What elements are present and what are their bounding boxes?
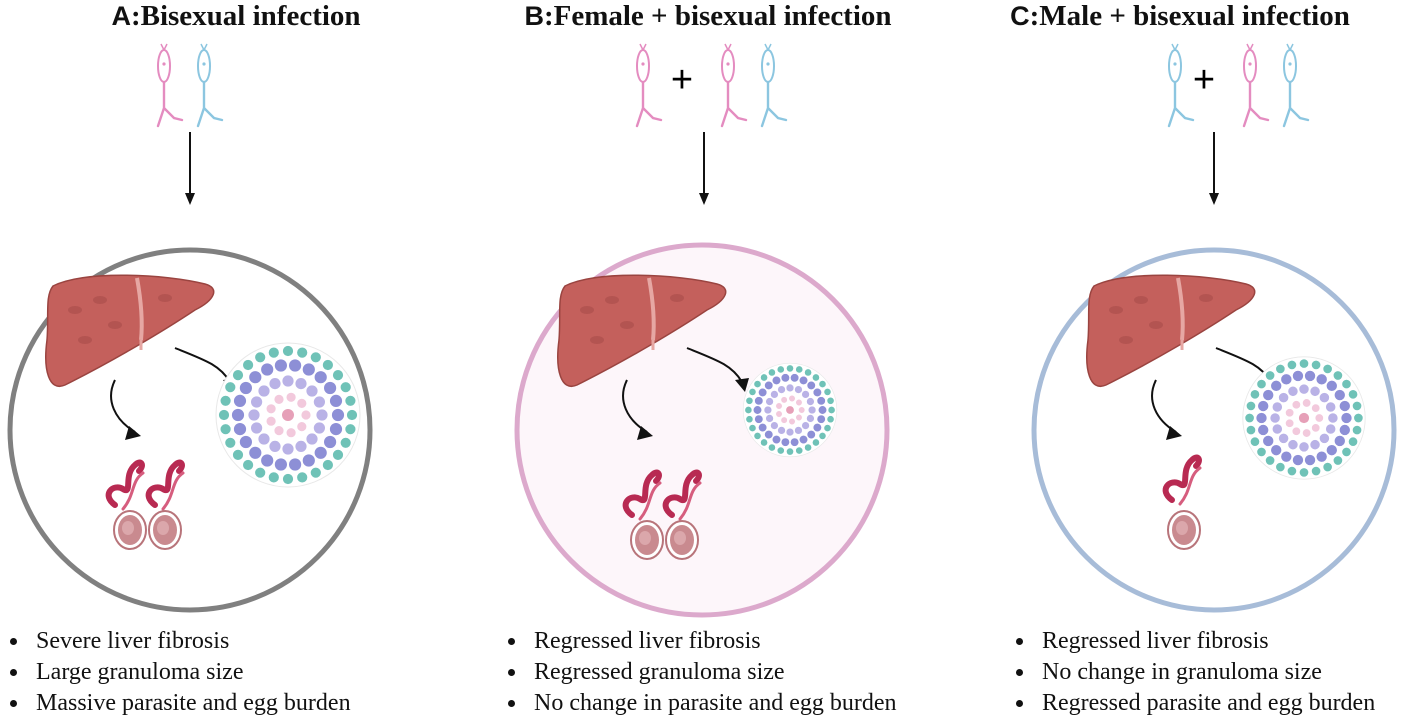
outcome-item: Regressed liver fibrosis xyxy=(506,626,897,657)
panel-heading: :Female + bisexual infection xyxy=(543,0,892,32)
plus-sign: + xyxy=(1193,59,1215,101)
panel-heading: :Male + bisexual infection xyxy=(1029,0,1350,32)
panel-title: A:Bisexual infection xyxy=(0,0,472,32)
outcome-item: Large granuloma size xyxy=(8,657,351,688)
outcome-list: Regressed liver fibrosis No change in gr… xyxy=(1014,626,1375,719)
panel-letter: A xyxy=(111,1,131,31)
panel-heading: :Bisexual infection xyxy=(130,0,361,32)
down-arrow-icon xyxy=(1209,132,1219,205)
male-worm-icon xyxy=(1167,43,1195,128)
granuloma-icon xyxy=(215,342,361,488)
liver-icon xyxy=(45,274,215,388)
plus-sign: + xyxy=(671,59,693,101)
outcome-item: No change in granuloma size xyxy=(1014,657,1375,688)
curved-arrow-icon xyxy=(1151,379,1182,440)
outcome-item: Regressed liver fibrosis xyxy=(1014,626,1375,657)
female-worm-icon xyxy=(156,43,184,128)
panel-c: C:Male + bisexual infection + Regressed … xyxy=(944,0,1416,719)
outcome-item: Severe liver fibrosis xyxy=(8,626,351,657)
curved-arrow-icon xyxy=(110,379,141,440)
panel-letter: B xyxy=(524,1,544,31)
curved-arrow-icon xyxy=(622,379,653,440)
granuloma-icon xyxy=(742,362,838,458)
panel-illustration: + xyxy=(1031,43,1397,613)
adult-worm-icon xyxy=(662,469,702,521)
adult-worm-icon xyxy=(145,459,185,511)
female-worm-icon xyxy=(720,43,748,128)
male-worm-icon xyxy=(760,43,788,128)
male-worm-icon xyxy=(196,43,224,128)
outcome-item: Massive parasite and egg burden xyxy=(8,688,351,719)
panel-a: A:Bisexual infection Severe liver fibros… xyxy=(0,0,472,719)
male-worm-icon xyxy=(1282,43,1310,128)
liver-icon xyxy=(1086,274,1256,388)
panel-b: B:Female + bisexual infection + Regresse… xyxy=(472,0,944,719)
panel-title: C:Male + bisexual infection xyxy=(944,0,1416,32)
panel-illustration xyxy=(7,43,373,613)
outcome-list: Severe liver fibrosis Large granuloma si… xyxy=(8,626,351,719)
egg-icon xyxy=(665,520,699,560)
outcome-list: Regressed liver fibrosis Regressed granu… xyxy=(506,626,897,719)
panel-illustration: + xyxy=(514,43,890,618)
egg-icon xyxy=(1167,510,1201,550)
egg-icon xyxy=(148,510,182,550)
panel-letter: C xyxy=(1010,1,1030,31)
adult-worm-icon xyxy=(622,469,662,521)
liver-icon xyxy=(557,274,727,388)
outcome-item: Regressed granuloma size xyxy=(506,657,897,688)
down-arrow-icon xyxy=(699,132,709,205)
female-worm-icon xyxy=(1242,43,1270,128)
adult-worm-icon xyxy=(1162,454,1202,506)
egg-icon xyxy=(113,510,147,550)
outcome-item: Regressed parasite and egg burden xyxy=(1014,688,1375,719)
egg-icon xyxy=(630,520,664,560)
down-arrow-icon xyxy=(185,132,195,205)
granuloma-icon xyxy=(1242,356,1366,480)
female-worm-icon xyxy=(635,43,663,128)
curved-arrow-icon xyxy=(686,347,749,392)
adult-worm-icon xyxy=(105,459,145,511)
panel-title: B:Female + bisexual infection xyxy=(472,0,944,32)
outcome-item: No change in parasite and egg burden xyxy=(506,688,897,719)
